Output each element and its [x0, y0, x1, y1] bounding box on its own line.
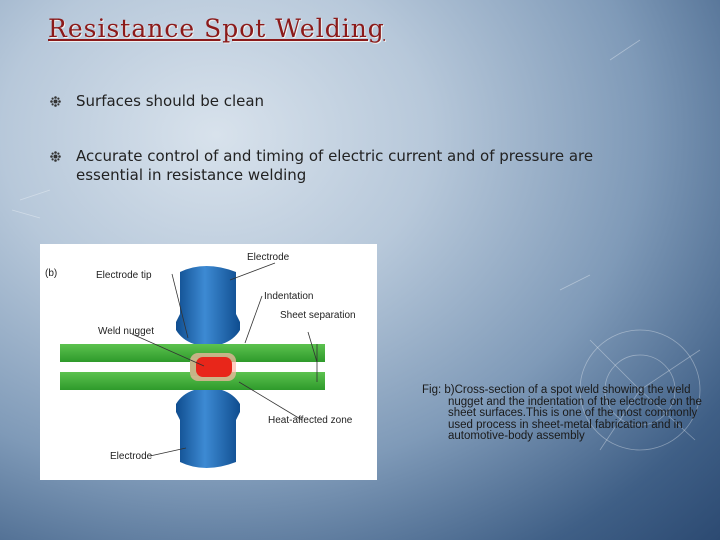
bullet-item: Accurate control of and timing of electr…	[50, 147, 630, 185]
label-sheet-separation: Sheet separation	[280, 310, 356, 321]
lower-sheet	[60, 372, 325, 390]
label-electrode-tip: Electrode tip	[96, 270, 152, 281]
label-electrode-bottom: Electrode	[110, 451, 153, 462]
slide-title: Resistance Spot Welding	[48, 14, 385, 43]
bullet-text: Surfaces should be clean	[76, 92, 265, 110]
spot-weld-figure: (b) Electrode Electrode tip Indentation …	[40, 244, 377, 480]
panel-label: (b)	[45, 268, 57, 279]
label-heat-affected-zone: Heat-affected zone	[268, 415, 353, 426]
upper-sheet	[60, 344, 325, 362]
spot-weld-diagram: (b) Electrode Electrode tip Indentation …	[45, 252, 356, 468]
figure-caption: Fig: b)Cross-section of a spot weld show…	[422, 384, 702, 442]
bullet-icon	[50, 96, 61, 107]
bullet-item: Surfaces should be clean	[50, 92, 630, 111]
label-indentation: Indentation	[264, 291, 314, 302]
bullet-text: Accurate control of and timing of electr…	[76, 147, 594, 184]
top-electrode	[176, 266, 240, 344]
bullet-list: Surfaces should be clean Accurate contro…	[50, 92, 630, 185]
weld-nugget	[196, 357, 232, 377]
bullet-icon	[50, 151, 61, 162]
label-electrode-top: Electrode	[247, 252, 290, 263]
label-weld-nugget: Weld nugget	[98, 326, 154, 337]
bottom-electrode	[176, 390, 240, 468]
